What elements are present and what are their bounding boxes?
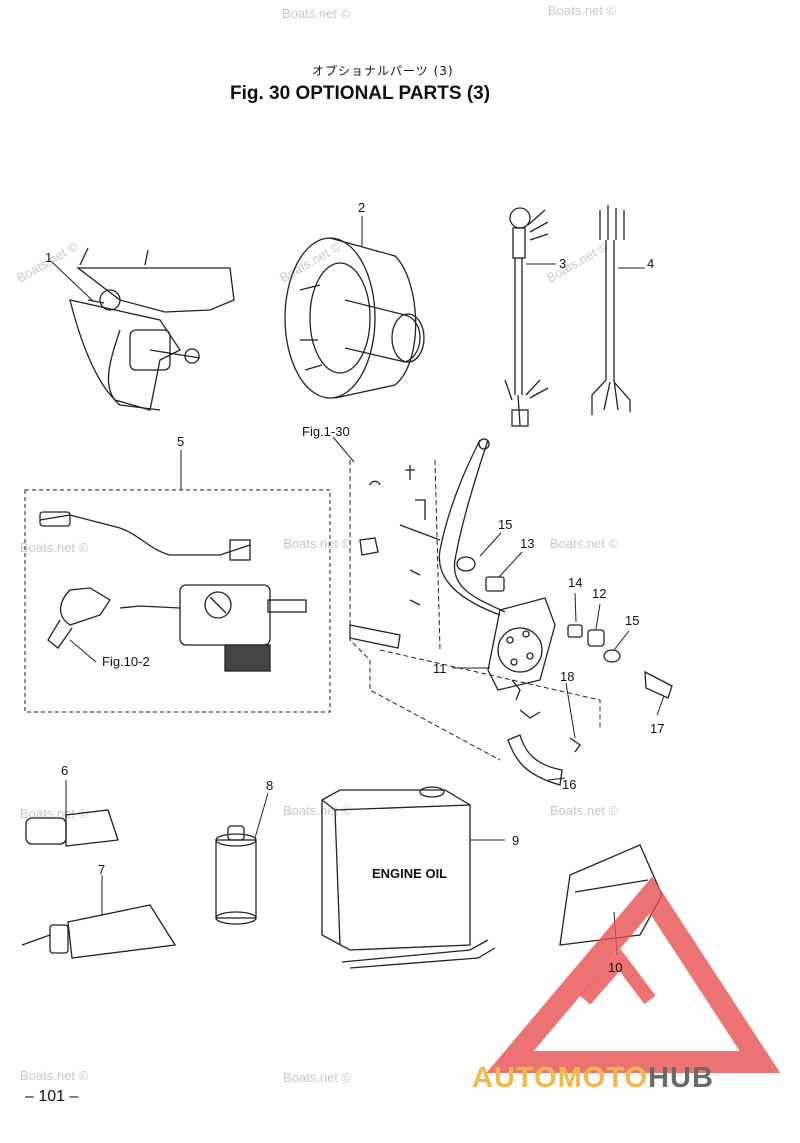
callout-14: 14 (568, 575, 582, 590)
figure-title-japanese: オプショナルパーツ (3) (312, 64, 454, 78)
callout-16: 16 (562, 777, 576, 792)
part-11-fuel-pump (438, 438, 556, 701)
engine-bracket-detail (349, 465, 441, 649)
part-6-grease-tube (25, 809, 119, 847)
part-17-bolt (644, 670, 673, 699)
callout-13: 13 (520, 536, 534, 551)
callout-9: 9 (512, 833, 519, 848)
engine-oil-label: ENGINE OIL (372, 866, 447, 881)
callout-8: 8 (266, 778, 273, 793)
watermark-text: Boats.net © (548, 3, 617, 18)
watermark-text: Boats.net © (20, 540, 89, 555)
part-12-grommet (587, 629, 605, 647)
small-parts (456, 556, 673, 786)
watermark-text: Boats.net © (283, 803, 352, 818)
part-16-hose (507, 734, 563, 786)
reference-fig-1-30: Fig.1-30 (302, 424, 350, 439)
part-15-washer (456, 556, 476, 572)
site-logo-text: AUTOMOTOHUB (472, 1062, 714, 1095)
engine-block-reference (349, 459, 601, 761)
part-5-fuel-valve (39, 511, 307, 672)
callout-15: 15 (625, 613, 639, 628)
callout-4: 4 (647, 256, 654, 271)
callout-15: 15 (498, 517, 512, 532)
watermark-text: Boats.net © (550, 536, 619, 551)
part-1-lower-unit (69, 247, 235, 411)
callout-17: 17 (650, 721, 664, 736)
callout-12: 12 (592, 586, 606, 601)
logo-text-part2: HUB (648, 1062, 714, 1094)
callout-3: 3 (559, 256, 566, 271)
part-13-fitting (485, 576, 505, 592)
page-number: – 101 – (25, 1088, 79, 1105)
reference-fig-10-2: Fig.10-2 (102, 654, 150, 669)
watermark-text: Boats.net © (283, 536, 352, 551)
figure-title: Fig. 30 OPTIONAL PARTS (3) (230, 83, 491, 104)
part-15-washer (603, 649, 621, 663)
callout-labels: 1 2 3 4 5 6 7 8 9 10 11 12 13 14 15 15 1… (45, 200, 664, 975)
watermark-text: Boats.net © (283, 1070, 352, 1085)
watermark-text: Boats.net © (544, 238, 611, 285)
site-logo-mark (486, 876, 781, 1073)
callout-5: 5 (177, 434, 184, 449)
part-18-clip (569, 737, 581, 753)
part-4-harness (591, 205, 631, 415)
part-7-sealant-tube (21, 904, 177, 959)
part-8-can (215, 825, 257, 925)
watermark-text: Boats.net © (20, 806, 89, 821)
callout-18: 18 (560, 669, 574, 684)
callout-2: 2 (358, 200, 365, 215)
callout-10: 10 (608, 960, 622, 975)
logo-text-part1: AUTOMOTO (472, 1062, 649, 1094)
watermark-text: Boats.net © (282, 6, 351, 21)
part-14-spacer (567, 624, 583, 638)
part-9-oil-container (321, 786, 496, 969)
part-2-ring-bracket (284, 237, 425, 399)
part-3-harness (504, 207, 549, 427)
callout-1: 1 (45, 250, 52, 265)
watermark-text: Boats.net © (550, 803, 619, 818)
part-18-clip (519, 709, 541, 719)
callout-6: 6 (61, 763, 68, 778)
callout-7: 7 (98, 862, 105, 877)
watermark-text: Boats.net © (20, 1068, 89, 1083)
callout-11: 11 (433, 661, 447, 676)
part-5-group-frame (24, 489, 331, 713)
